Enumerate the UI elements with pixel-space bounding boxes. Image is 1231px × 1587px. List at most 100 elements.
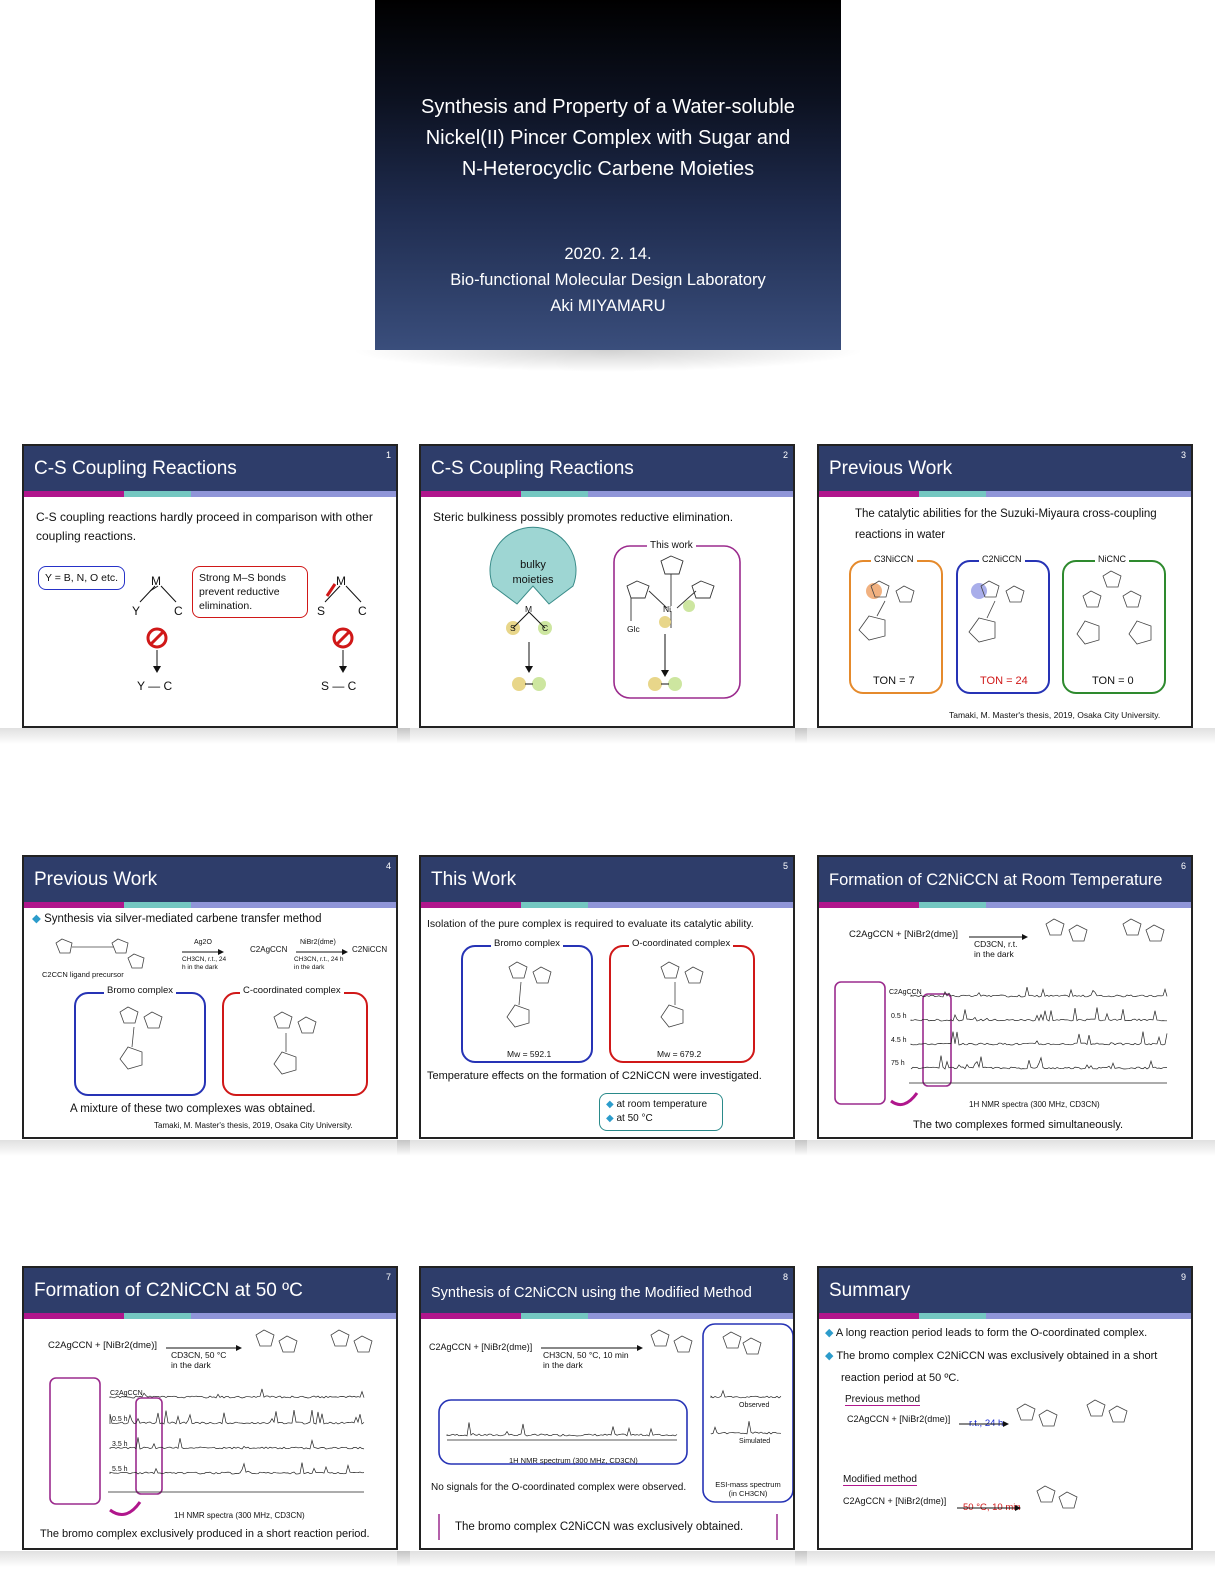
nmr-caption: 1H NMR spectra (300 MHz, CD3CN) (969, 1100, 1100, 1109)
slide-header: Synthesis of C2NiCCN using the Modified … (421, 1268, 793, 1313)
bullet-item: ◆ The bromo complex C2NiCCN was exclusiv… (825, 1350, 1158, 1384)
bulky-moieties-diagram (489, 526, 741, 699)
nmr-figure (49, 1329, 373, 1516)
atom-m: M (336, 574, 346, 588)
trace-label: C2AgCCN (110, 1390, 143, 1397)
nmr-figure (834, 918, 1168, 1107)
mw-o: Mw = 679.2 (657, 1049, 702, 1059)
slide-number: 6 (1180, 861, 1186, 871)
spectrum-trace (109, 1437, 365, 1450)
slide-shadow (397, 1551, 807, 1567)
slide-shadow (397, 728, 807, 744)
spectrum-trace (109, 1410, 365, 1425)
reaction: C2AgCCN + [NiBr2(dme)] (849, 929, 959, 940)
callout-left: Y = B, N, O etc. (38, 566, 126, 590)
temperature-note: Temperature effects on the formation of … (427, 1070, 762, 1082)
accent-stripe (421, 491, 793, 497)
modified-method-label: Modified method (843, 1474, 917, 1486)
c-coord-label: C-coordinated complex (240, 985, 344, 996)
callout-right: Strong M–S bonds prevent reductive elimi… (192, 566, 308, 618)
slide-body: Steric bulkiness possibly promotes reduc… (433, 510, 734, 524)
slide-shadow (795, 1140, 1215, 1156)
slide-body: The catalytic abilities for the Suzuki-M… (855, 508, 1157, 541)
atom-glc: Glc (627, 624, 640, 634)
slide-title: Synthesis of C2NiCCN using the Modified … (431, 1285, 752, 1301)
title-slide-shadow (350, 350, 866, 372)
spectrum-trace (910, 987, 1168, 998)
atom-c: C (174, 604, 183, 618)
reagent: Ag2O (194, 939, 212, 946)
conclusion: A mixture of these two complexes was obt… (70, 1103, 316, 1115)
trace-label: 5.5 h (112, 1466, 128, 1473)
spectrum-trace (710, 1421, 782, 1435)
slide-shadow (0, 728, 410, 744)
slide-shadow (0, 1140, 410, 1156)
synthesis-scheme (55, 938, 348, 969)
atom-m: M (525, 604, 533, 614)
o-coord-label: O-coordinated complex (629, 938, 734, 949)
accent-stripe (24, 491, 396, 497)
product: C2NiCCN (352, 945, 388, 954)
slide-body: C-S coupling reactions hardly proceed in… (36, 510, 373, 543)
slide-title: Summary (829, 1280, 911, 1301)
atom-s: S (510, 623, 516, 633)
presentation-date: 2020. 2. 14. (564, 245, 652, 263)
conditions-callout: ◆ at room temperature ◆ at 50 °C (599, 1093, 723, 1131)
citation: Tamaki, M. Master's thesis, 2019, Osaka … (154, 1121, 353, 1130)
spectrum-trace (910, 1055, 1168, 1070)
bullet-item: ◆ A long reaction period leads to form t… (825, 1327, 1148, 1339)
cs-coupling-scheme (139, 583, 362, 673)
accent-stripe (24, 902, 396, 908)
spectrum-trace (910, 1031, 1168, 1046)
slide-body: Isolation of the pure complex is require… (427, 918, 754, 930)
accent-stripe (421, 902, 793, 908)
atom-s: S (317, 604, 326, 618)
slide-title: Previous Work (829, 458, 953, 479)
citation: Tamaki, M. Master's thesis, 2019, Osaka … (949, 710, 1161, 720)
simulated-label: Simulated (739, 1438, 771, 1445)
atom-y: Y (132, 604, 141, 618)
slide-shadow (795, 728, 1215, 744)
trace-label: C2AgCCN (889, 989, 922, 996)
this-work-label: This work (647, 540, 696, 551)
author-name: Aki MIYAMARU (550, 297, 666, 315)
complex-label: NiCNC (1095, 554, 1129, 564)
trace-label: 3.5 h (112, 1441, 128, 1448)
complex-structures (119, 1006, 317, 1075)
complex-label: C2NiCCN (979, 554, 1025, 564)
condition: CH3CN, r.t., 24 h in the dark (294, 956, 344, 971)
slide-6[interactable]: Formation of C2NiCCN at Room Temperature… (817, 855, 1193, 1139)
accent-stripe (24, 1313, 396, 1319)
atom-c: C (542, 623, 549, 633)
trace-label: 4.5 h (891, 1037, 907, 1044)
spectrum-trace (710, 1389, 782, 1399)
observed-label: Observed (739, 1402, 770, 1409)
atom-ni: Ni (663, 604, 672, 614)
trace-label: 75 h (891, 1060, 905, 1067)
accent-stripe (819, 1313, 1191, 1319)
reagent: NiBr2(dme) (300, 939, 336, 946)
bromo-label: Bromo complex (491, 938, 563, 949)
slide-number: 7 (385, 1272, 391, 1282)
nmr-and-ms-figure (438, 1323, 793, 1540)
condition: CD3CN, r.t.in the dark (974, 939, 1018, 959)
slide-8[interactable]: Synthesis of C2NiCCN using the Modified … (419, 1266, 795, 1550)
ton-value: TON = 24 (980, 675, 1028, 687)
slide-shadow (397, 1140, 807, 1156)
ton-value: TON = 7 (873, 675, 915, 687)
condition: CH3CN, r.t., 24 h in the dark (182, 956, 227, 971)
